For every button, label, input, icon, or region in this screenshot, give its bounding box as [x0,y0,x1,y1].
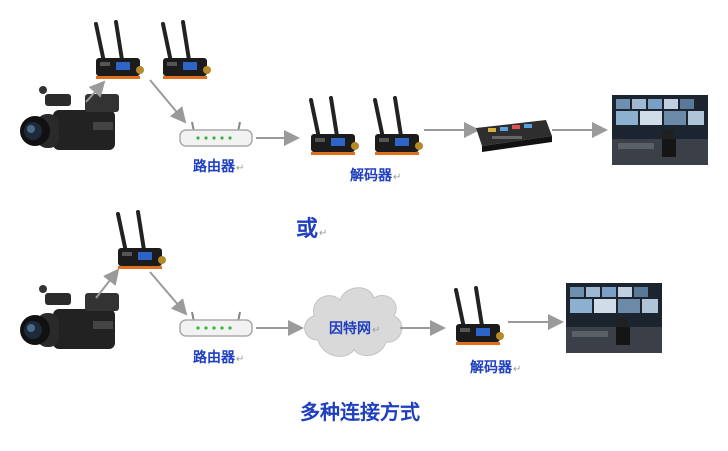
return-mark: ↵ [513,364,522,375]
bottom-control-room [566,283,662,353]
bottom-decoder-label-text: 解码器 [470,360,512,376]
bottom-encoder [116,210,168,271]
internet-label-text: 因特网 [329,321,371,337]
bottom-router-label: 路由器↵ [193,347,244,367]
bottom-router [179,311,253,337]
internet-label: 因特网↵ [329,318,380,338]
top-encoder-1 [94,20,146,81]
top-decoder-1 [309,96,361,157]
bottom-router-label-text: 路由器 [193,350,235,366]
top-control-room [612,95,708,165]
or-separator-text: 或 [296,217,319,242]
top-router [179,121,253,147]
bottom-decoder [454,286,506,347]
arrow-encoder-to-router-bottom [149,271,188,316]
return-mark: ↵ [236,163,245,174]
top-router-label-text: 路由器 [193,159,235,175]
top-camera [20,86,119,150]
return-mark: ↵ [393,172,402,183]
arrow-encoder-to-router [149,79,187,124]
bottom-camera [20,285,119,349]
top-decoder-label-text: 解码器 [350,168,392,184]
arrow-camera-to-encoder [85,80,106,103]
bottom-decoder-label: 解码器↵ [470,357,521,377]
arrow-camera-to-encoder-bottom [95,268,120,299]
top-encoder-2 [161,20,213,81]
return-mark: ↵ [319,228,328,239]
diagram-caption: 多种连接方式 [300,400,420,424]
return-mark: ↵ [236,354,245,365]
return-mark: ↵ [372,325,381,336]
top-decoder-label: 解码器↵ [350,165,401,185]
internet-cloud [304,287,403,357]
top-router-label: 路由器↵ [193,156,244,176]
video-switcher [476,120,552,152]
top-decoder-2 [373,96,425,157]
or-separator: 或↵ [296,211,327,243]
